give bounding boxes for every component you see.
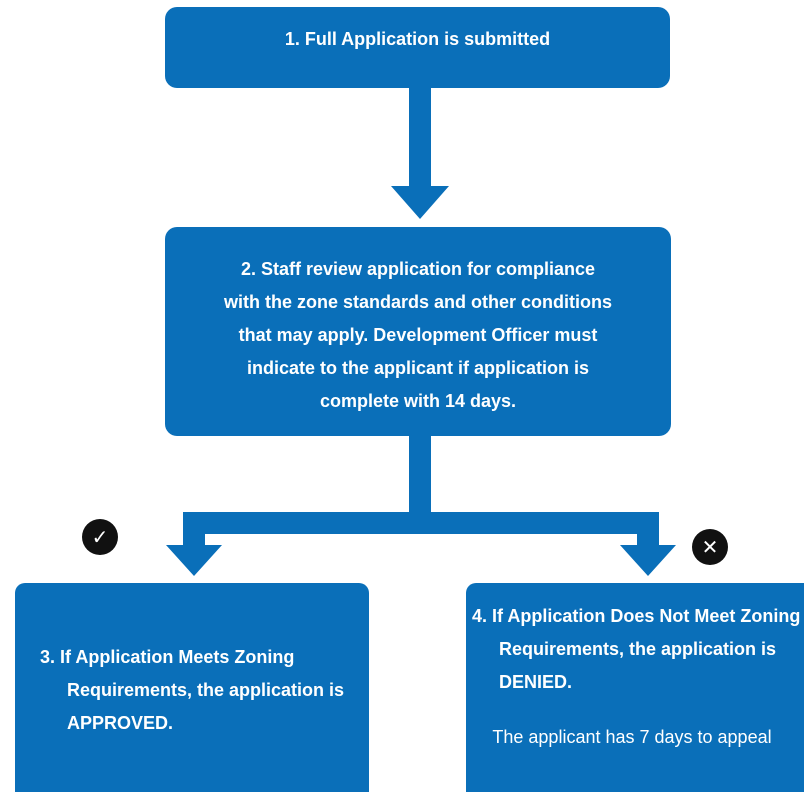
step-2-line: 2. Staff review application for complian… — [240, 259, 596, 279]
step-1-box: 1. Full Application is submitted — [165, 7, 670, 88]
connector-left-head — [166, 545, 222, 576]
x-icon: ✕ — [692, 529, 728, 565]
connector-right-head — [620, 545, 676, 576]
connector-1-2-shaft — [409, 88, 431, 188]
step-1-text: 1. Full Application is submitted — [284, 29, 551, 49]
step-3-text: 3. If Application Meets Zoning Requireme… — [40, 647, 345, 733]
step-3-box: 3. If Application Meets Zoning Requireme… — [15, 583, 369, 792]
step-2-line: with the zone standards and other condit… — [223, 292, 613, 312]
check-glyph: ✓ — [91, 526, 109, 549]
connector-right-drop — [637, 512, 659, 547]
x-glyph: ✕ — [701, 536, 719, 559]
step-2-line: that may apply. Development Officer must — [238, 325, 598, 345]
connector-1-2-head — [391, 186, 449, 219]
connector-left-drop — [183, 512, 205, 547]
step-4-note: The applicant has 7 days to appeal — [492, 727, 772, 747]
step-2-box: 2. Staff review application for complian… — [165, 227, 671, 436]
check-icon: ✓ — [82, 519, 118, 555]
step-2-text: 2. Staff review application for complian… — [224, 253, 612, 418]
step-2-line: complete with 14 days. — [319, 391, 517, 411]
connector-branch-horizontal — [183, 512, 659, 534]
step-2-line: indicate to the applicant if application… — [246, 358, 590, 378]
step-4-box: 4. If Application Does Not Meet Zoning R… — [466, 583, 804, 792]
step-4-text: 4. If Application Does Not Meet Zoning R… — [472, 606, 801, 692]
connector-2-branch-shaft — [409, 436, 431, 519]
